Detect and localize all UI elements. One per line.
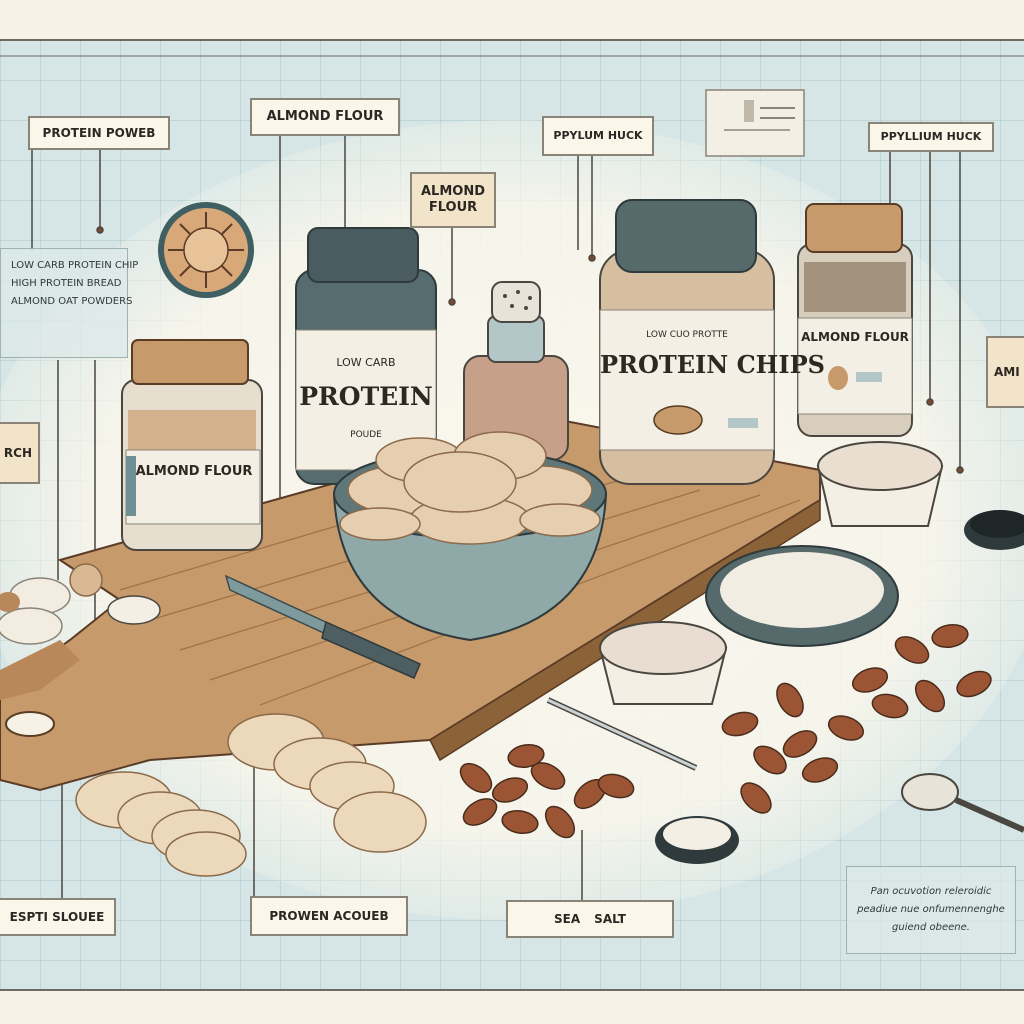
left-ingredient-pieces: [0, 563, 161, 645]
flour-bowl-small: [598, 621, 728, 705]
note-left-line1: LOW CARB PROTEIN CHIP: [11, 260, 139, 271]
protein-jar-bottom-text: POUDE: [350, 430, 382, 440]
label-bottom-left: ESPTI SLOUEE: [0, 898, 116, 936]
note-right-line3: guiend obeene.: [892, 922, 970, 933]
label-sea-salt-word2: SALT: [594, 911, 626, 926]
protein-jar-top-text: LOW CARB: [336, 356, 396, 369]
almond-flour-jar-right: [797, 203, 913, 437]
label-right-partial: AMI: [986, 336, 1024, 408]
label-protein-powder: PROTEIN POWEB: [28, 116, 170, 150]
label-almond-flour-mid: ALMOND FLOUR: [410, 172, 496, 228]
note-right-line1: Pan ocuvotion releroidic: [870, 886, 992, 897]
flour-bowl-right-top: [816, 441, 944, 527]
protein-jar-main-text: PROTEIN: [299, 382, 433, 411]
salt-dish: [655, 816, 739, 864]
almond-jar-left-text: ALMOND FLOUR: [135, 464, 253, 479]
label-psyllium-mid: PPYLUM HUCK: [542, 116, 654, 156]
chia-bowl: [964, 510, 1024, 550]
note-right-line2: peadiue nue onfumennenghe: [857, 904, 1005, 915]
measuring-spoon: [901, 773, 1024, 833]
chips-jar-top-text: LOW CUO PROTTE: [646, 330, 728, 340]
flour-dish-large: [705, 545, 899, 647]
document-icon: [705, 89, 805, 157]
clock-icon: [158, 202, 254, 298]
label-almond-flour-mid-line1: ALMOND: [420, 184, 485, 200]
label-almond-flour-mid-line2: FLOUR: [428, 200, 478, 215]
knife: [224, 574, 421, 679]
protein-chips-jar: [599, 199, 775, 485]
label-left-partial: RCH: [0, 422, 40, 484]
label-bottom-center: PROWEN ACOUEB: [250, 896, 408, 936]
almond-pile-right: [721, 623, 992, 814]
chip-stacks: [75, 713, 427, 877]
label-almond-flour-top: ALMOND FLOUR: [250, 98, 400, 136]
note-left: LOW CARB PROTEIN CHIP HIGH PROTEIN BREAD…: [0, 248, 139, 358]
chip-bowl: [332, 431, 608, 642]
chips-jar-main-text: PROTEIN CHIPS: [600, 350, 825, 379]
note-left-line2: HIGH PROTEIN BREAD: [11, 278, 122, 289]
stirrer: [546, 697, 698, 771]
almond-pile-center: [459, 743, 635, 839]
label-psyllium-right: PPYLLIUM HUCK: [868, 122, 994, 152]
note-left-line3: ALMOND OAT POWDERS: [11, 296, 133, 307]
almond-jar-right-text: ALMOND FLOUR: [801, 330, 909, 344]
note-right: Pan ocuvotion releroidic peadiue nue onf…: [846, 866, 1016, 954]
label-sea-salt: SEA SALT: [506, 900, 674, 938]
almond-flour-jar-left: [121, 339, 263, 551]
label-sea-salt-word1: SEA: [554, 911, 581, 926]
